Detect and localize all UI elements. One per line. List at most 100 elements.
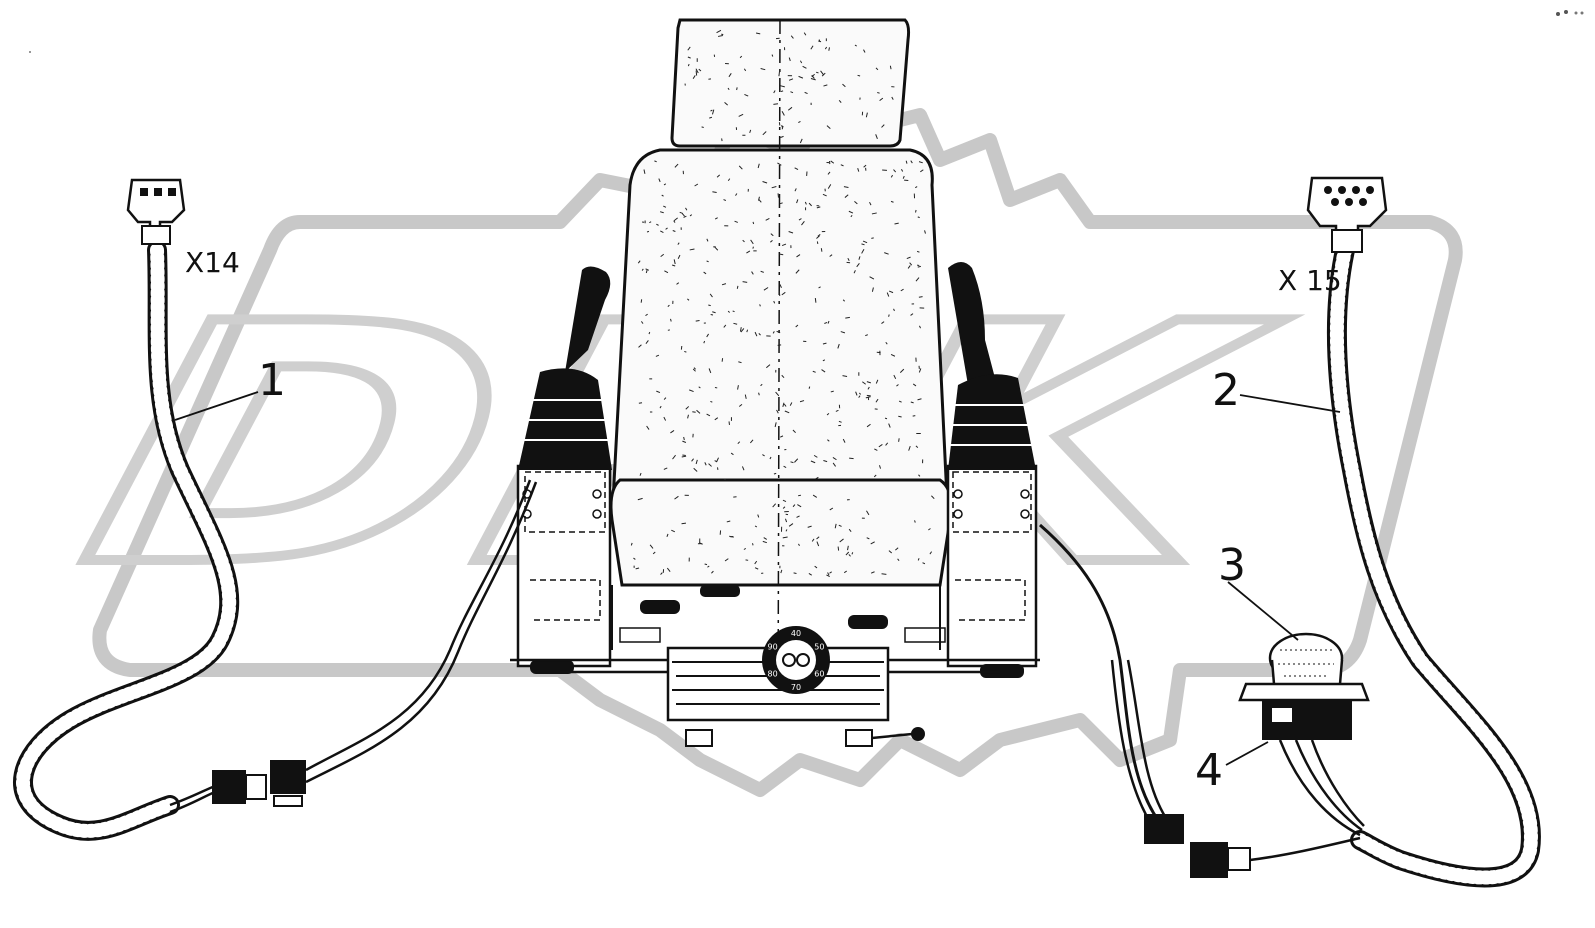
foam-speck: [790, 91, 794, 94]
foam-speck: [780, 435, 784, 438]
foam-speck: [682, 454, 686, 457]
foam-speck: [666, 567, 671, 573]
foam-speck: [674, 163, 679, 168]
watermark-outline: [92, 98, 1463, 797]
foam-speck: [910, 160, 913, 164]
gauge-mark: 60: [814, 670, 824, 679]
foam-speck: [894, 222, 899, 225]
foam-speck: [929, 551, 933, 555]
foam-speck: [754, 525, 758, 528]
foam-speck: [637, 497, 643, 501]
foam-speck: [823, 84, 828, 87]
foam-speck: [816, 235, 820, 239]
foam-speck: [916, 250, 920, 253]
foam-speck: [817, 234, 821, 237]
foam-speck: [730, 452, 734, 456]
right-joystick-cable: [1039, 523, 1160, 821]
foam-speck: [869, 276, 875, 280]
leader-line-1: [174, 391, 259, 421]
foam-speck: [754, 331, 758, 337]
foam-speck: [799, 400, 805, 403]
foam-speck: [706, 333, 710, 338]
foam-speck: [878, 444, 883, 448]
foam-speck: [637, 260, 641, 264]
left-armrest-console: [516, 464, 612, 674]
foam-speck: [920, 169, 924, 173]
foam-speck: [638, 402, 643, 404]
foam-speck: [835, 409, 839, 412]
foam-speck: [802, 65, 807, 69]
foam-speck: [917, 216, 920, 219]
foam-speck: [630, 542, 633, 546]
foam-speck: [888, 314, 890, 317]
foam-speck: [674, 495, 679, 500]
foam-speck: [736, 87, 738, 91]
foam-speck: [683, 436, 685, 441]
foam-speck: [871, 287, 874, 292]
foam-speck: [924, 230, 926, 234]
foam-speck: [769, 456, 772, 460]
callout-4: 4: [1195, 745, 1223, 796]
foam-speck: [687, 298, 690, 301]
foam-speck: [885, 341, 888, 345]
foam-speck: [743, 548, 747, 550]
foam-speck: [772, 503, 777, 508]
foam-speck: [638, 344, 642, 348]
foam-speck: [910, 401, 914, 404]
foam-speck: [799, 60, 803, 64]
foam-speck: [838, 420, 842, 423]
foam-speck: [664, 270, 669, 274]
foam-speck: [709, 116, 713, 119]
foam-speck: [854, 44, 857, 47]
foam-speck: [808, 572, 812, 576]
foam-speck: [681, 522, 687, 525]
foam-speck: [918, 296, 923, 298]
foam-speck: [740, 328, 745, 333]
foam-speck: [782, 499, 787, 503]
foam-speck: [900, 168, 904, 172]
foam-speck: [866, 510, 870, 516]
foam-speck: [897, 558, 900, 562]
right-joystick: [948, 262, 1036, 470]
connector-x15-label: X 15: [1278, 264, 1342, 297]
foam-speck: [649, 544, 654, 549]
gauge-mark: 80: [768, 670, 778, 679]
foam-speck: [689, 248, 695, 251]
height-adjust-knob: [911, 727, 925, 741]
foam-speck: [645, 313, 648, 317]
foam-speck: [781, 125, 784, 130]
foam-speck: [641, 268, 644, 271]
foam-speck: [820, 248, 823, 252]
foam-speck: [752, 543, 754, 546]
foam-speck: [798, 218, 802, 221]
foam-speck: [823, 460, 828, 463]
foam-speck: [808, 202, 812, 207]
foam-speck: [754, 567, 759, 570]
seat-cushion: [609, 478, 953, 587]
foam-speck: [827, 184, 832, 189]
foam-speck: [765, 218, 770, 221]
foam-speck: [773, 472, 777, 475]
foam-speck: [827, 320, 830, 324]
foam-speck: [706, 238, 709, 242]
foam-speck: [716, 174, 721, 178]
foam-speck: [866, 423, 871, 428]
foam-speck: [714, 246, 719, 251]
left-joystick: [518, 266, 612, 470]
foam-speck: [798, 494, 802, 497]
foam-speck: [875, 134, 878, 139]
foam-speck: [830, 160, 835, 164]
foam-speck: [726, 520, 731, 523]
foam-speck: [890, 200, 894, 203]
foam-speck: [695, 68, 699, 74]
foam-speck: [734, 220, 738, 223]
foam-speck: [661, 194, 664, 197]
foam-speck: [776, 409, 779, 414]
foam-speck: [695, 459, 698, 465]
harness-1-inline-connector: [212, 760, 306, 807]
foam-speck: [863, 164, 867, 168]
foam-speck: [681, 213, 685, 217]
foam-speck: [848, 528, 852, 533]
foam-speck: [758, 199, 762, 203]
foam-speck: [762, 454, 765, 457]
